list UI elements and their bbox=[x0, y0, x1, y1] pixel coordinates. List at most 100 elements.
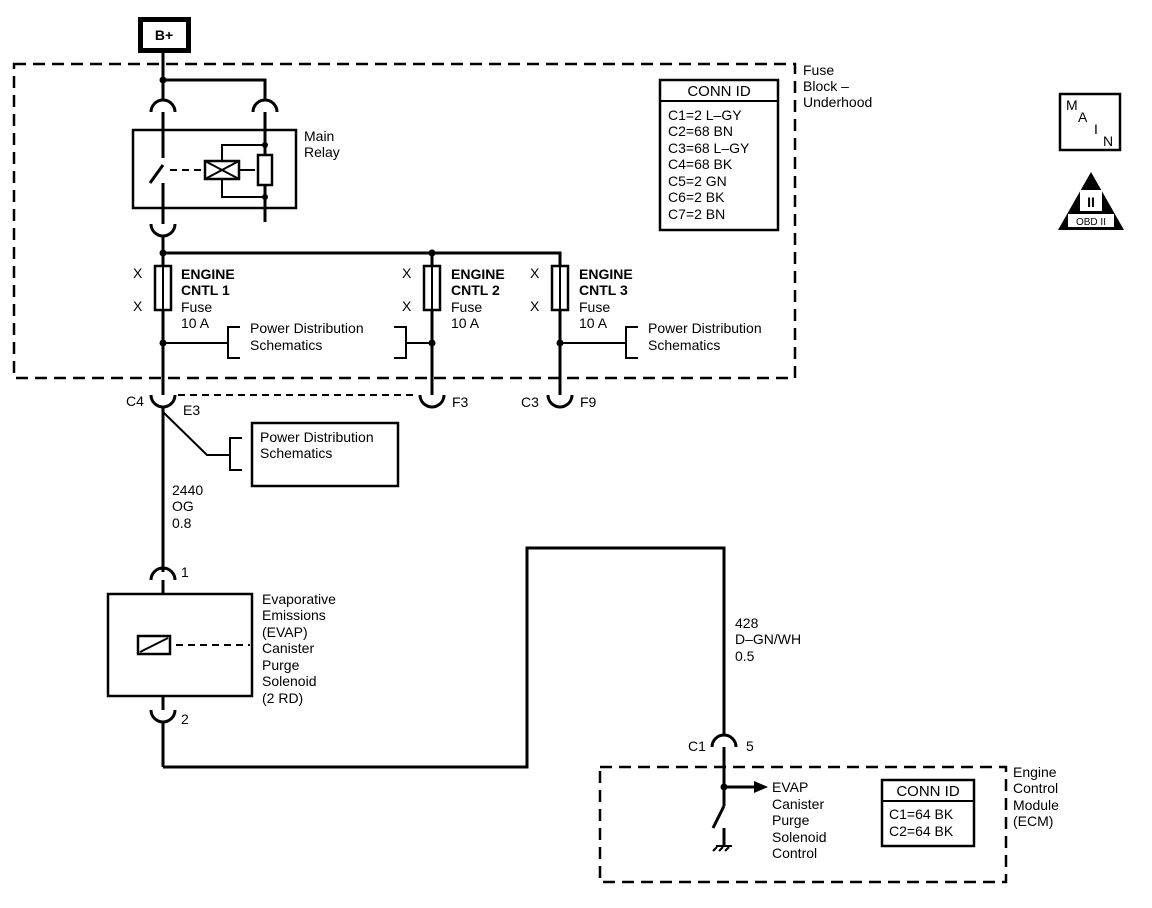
svg-text:1: 1 bbox=[181, 564, 189, 580]
svg-text:0.8: 0.8 bbox=[172, 515, 192, 531]
svg-text:Schematics: Schematics bbox=[648, 337, 720, 353]
ecm-label: Engine Control Module (ECM) bbox=[1013, 764, 1059, 829]
svg-text:C5=2 GN: C5=2 GN bbox=[668, 173, 727, 189]
svg-text:(ECM): (ECM) bbox=[1013, 813, 1053, 829]
svg-text:2440: 2440 bbox=[172, 482, 203, 498]
svg-text:10 A: 10 A bbox=[181, 315, 210, 331]
svg-text:E3: E3 bbox=[183, 402, 200, 418]
battery-source: B+ bbox=[138, 17, 191, 53]
svg-text:ENGINE: ENGINE bbox=[181, 266, 235, 282]
svg-text:Power Distribution: Power Distribution bbox=[250, 320, 364, 336]
svg-text:A: A bbox=[1078, 109, 1088, 125]
fuse-outputs bbox=[159, 310, 638, 395]
fuse-block-conn-id: CONN ID C1=2 L–GY C2=68 BN C3=68 L–GY C4… bbox=[658, 78, 780, 232]
svg-text:II: II bbox=[1087, 194, 1095, 210]
svg-text:Relay: Relay bbox=[304, 144, 340, 160]
evap-solenoid-label: Evaporative Emissions (EVAP) Canister Pu… bbox=[262, 591, 336, 706]
obd-ii-badge[interactable]: II OBD II bbox=[1058, 172, 1124, 230]
svg-text:Fuse: Fuse bbox=[579, 299, 610, 315]
svg-text:X: X bbox=[530, 298, 540, 314]
fuse-block-connectors: C4 E3 F3 C3 F9 bbox=[126, 393, 597, 418]
svg-text:(2 RD): (2 RD) bbox=[262, 690, 303, 706]
svg-text:Engine: Engine bbox=[1013, 764, 1057, 780]
svg-text:C4: C4 bbox=[126, 393, 144, 409]
svg-text:X: X bbox=[402, 298, 412, 314]
wire-2440-og: 2440 OG 0.8 bbox=[161, 407, 242, 572]
svg-text:10 A: 10 A bbox=[451, 315, 480, 331]
fuse-block-outline bbox=[12, 62, 797, 380]
svg-text:Canister: Canister bbox=[262, 640, 314, 656]
svg-text:F9: F9 bbox=[580, 394, 597, 410]
svg-text:5: 5 bbox=[746, 738, 754, 754]
svg-text:C4=68 BK: C4=68 BK bbox=[668, 156, 733, 172]
svg-text:D–GN/WH: D–GN/WH bbox=[735, 631, 801, 647]
svg-text:Power Distribution: Power Distribution bbox=[648, 320, 762, 336]
svg-text:Schematics: Schematics bbox=[250, 337, 322, 353]
svg-text:I: I bbox=[1094, 121, 1098, 137]
svg-text:C1=64 BK: C1=64 BK bbox=[889, 806, 954, 822]
svg-text:Fuse: Fuse bbox=[181, 299, 212, 315]
svg-text:OG: OG bbox=[172, 498, 194, 514]
svg-text:X: X bbox=[530, 265, 540, 281]
svg-text:Control: Control bbox=[772, 845, 817, 861]
power-dist-ref-2[interactable]: Power Distribution Schematics bbox=[648, 320, 762, 353]
svg-text:CNTL 2: CNTL 2 bbox=[451, 282, 500, 298]
svg-text:X: X bbox=[133, 265, 143, 281]
evap-solenoid: 1 2 bbox=[106, 564, 254, 767]
svg-text:C7=2 BN: C7=2 BN bbox=[668, 206, 725, 222]
svg-text:N: N bbox=[1103, 133, 1113, 149]
svg-text:CONN ID: CONN ID bbox=[687, 83, 751, 100]
svg-text:C3: C3 bbox=[521, 394, 539, 410]
svg-text:Module: Module bbox=[1013, 797, 1059, 813]
fuse-engine-cntl-3: X X ENGINE CNTL 3 Fuse 10 A bbox=[530, 264, 633, 331]
svg-text:OBD II: OBD II bbox=[1076, 217, 1106, 228]
ecm-internal-switch bbox=[711, 747, 768, 852]
main-relay-wiring bbox=[149, 53, 279, 130]
svg-text:Main: Main bbox=[304, 128, 334, 144]
fuse-block-label: Fuse Block – Underhood bbox=[803, 62, 872, 110]
ecm-conn-id: CONN ID C1=64 BK C2=64 BK bbox=[880, 778, 976, 848]
svg-text:X: X bbox=[133, 298, 143, 314]
svg-text:Fuse: Fuse bbox=[803, 62, 834, 78]
svg-text:Solenoid: Solenoid bbox=[772, 829, 827, 845]
svg-text:C2=68 BN: C2=68 BN bbox=[668, 123, 733, 139]
svg-text:Schematics: Schematics bbox=[260, 445, 332, 461]
svg-text:C2=64 BK: C2=64 BK bbox=[889, 823, 954, 839]
main-badge[interactable]: M A I N bbox=[1058, 92, 1122, 152]
svg-text:(EVAP): (EVAP) bbox=[262, 624, 308, 640]
svg-text:428: 428 bbox=[735, 615, 759, 631]
svg-text:CNTL 1: CNTL 1 bbox=[181, 282, 230, 298]
svg-text:0.5: 0.5 bbox=[735, 648, 755, 664]
svg-text:X: X bbox=[402, 265, 412, 281]
svg-text:Block –: Block – bbox=[803, 78, 849, 94]
power-dist-ref-1[interactable]: Power Distribution Schematics bbox=[250, 320, 364, 353]
main-relay bbox=[131, 128, 298, 238]
svg-text:C1=2 L–GY: C1=2 L–GY bbox=[668, 107, 742, 123]
svg-text:F3: F3 bbox=[452, 394, 469, 410]
power-dist-box[interactable]: Power Distribution Schematics bbox=[250, 421, 400, 488]
svg-text:Purge: Purge bbox=[262, 657, 300, 673]
svg-text:M: M bbox=[1066, 97, 1078, 113]
svg-text:Control: Control bbox=[1013, 780, 1058, 796]
svg-text:Solenoid: Solenoid bbox=[262, 673, 317, 689]
battery-label: B+ bbox=[155, 27, 173, 43]
svg-text:Power Distribution: Power Distribution bbox=[260, 429, 374, 445]
ecm-control-label: EVAP Canister Purge Solenoid Control bbox=[772, 779, 827, 861]
svg-text:Evaporative: Evaporative bbox=[262, 591, 336, 607]
svg-text:Fuse: Fuse bbox=[451, 299, 482, 315]
svg-text:C1: C1 bbox=[688, 738, 706, 754]
svg-text:Underhood: Underhood bbox=[803, 94, 872, 110]
svg-text:ENGINE: ENGINE bbox=[451, 266, 505, 282]
svg-text:10 A: 10 A bbox=[579, 315, 608, 331]
svg-text:CONN ID: CONN ID bbox=[896, 783, 960, 800]
main-relay-label: Main Relay bbox=[304, 128, 340, 160]
svg-text:ENGINE: ENGINE bbox=[579, 266, 633, 282]
svg-text:Emissions: Emissions bbox=[262, 607, 326, 623]
svg-text:C3=68 L–GY: C3=68 L–GY bbox=[668, 140, 750, 156]
svg-text:EVAP: EVAP bbox=[772, 779, 808, 795]
fuse-bus bbox=[159, 236, 562, 266]
ecm-outline bbox=[598, 765, 1008, 884]
svg-text:Purge: Purge bbox=[772, 812, 810, 828]
svg-text:Canister: Canister bbox=[772, 796, 824, 812]
